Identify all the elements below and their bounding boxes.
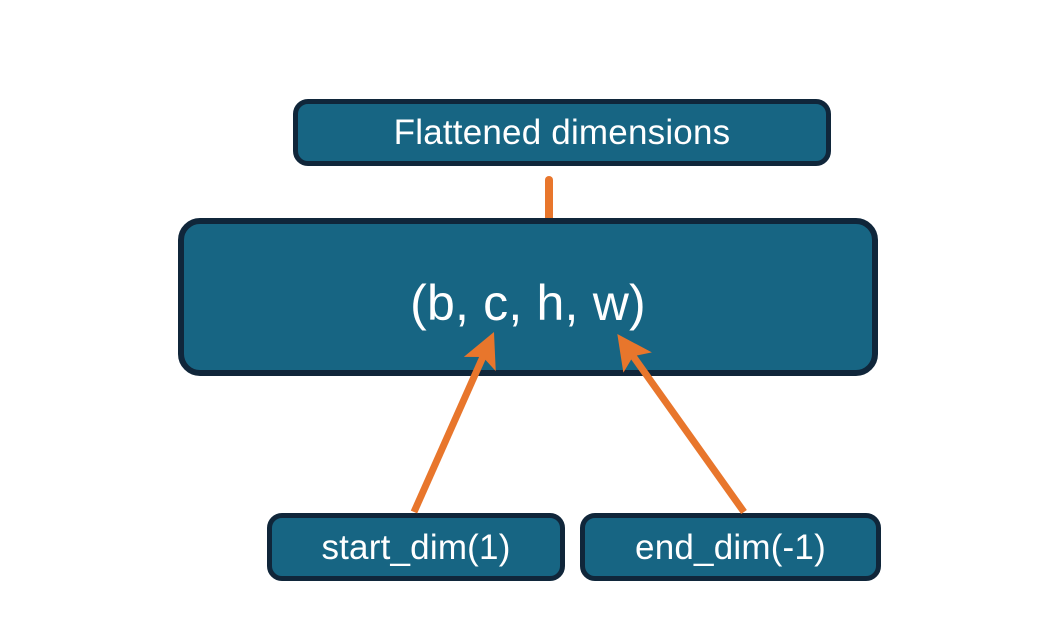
end-dim-label: end_dim(-1) [635,527,826,567]
end-dim-box[interactable]: end_dim(-1) [580,513,881,581]
tensor-shape-label: (b, c, h, w) [410,275,646,331]
flattened-dimensions-box[interactable]: Flattened dimensions [293,99,831,166]
flattened-dimensions-label: Flattened dimensions [393,113,731,152]
tensor-shape-box[interactable]: (b, c, h, w) [178,218,878,376]
start-dim-box[interactable]: start_dim(1) [267,513,565,581]
start-dim-label: start_dim(1) [321,527,511,567]
